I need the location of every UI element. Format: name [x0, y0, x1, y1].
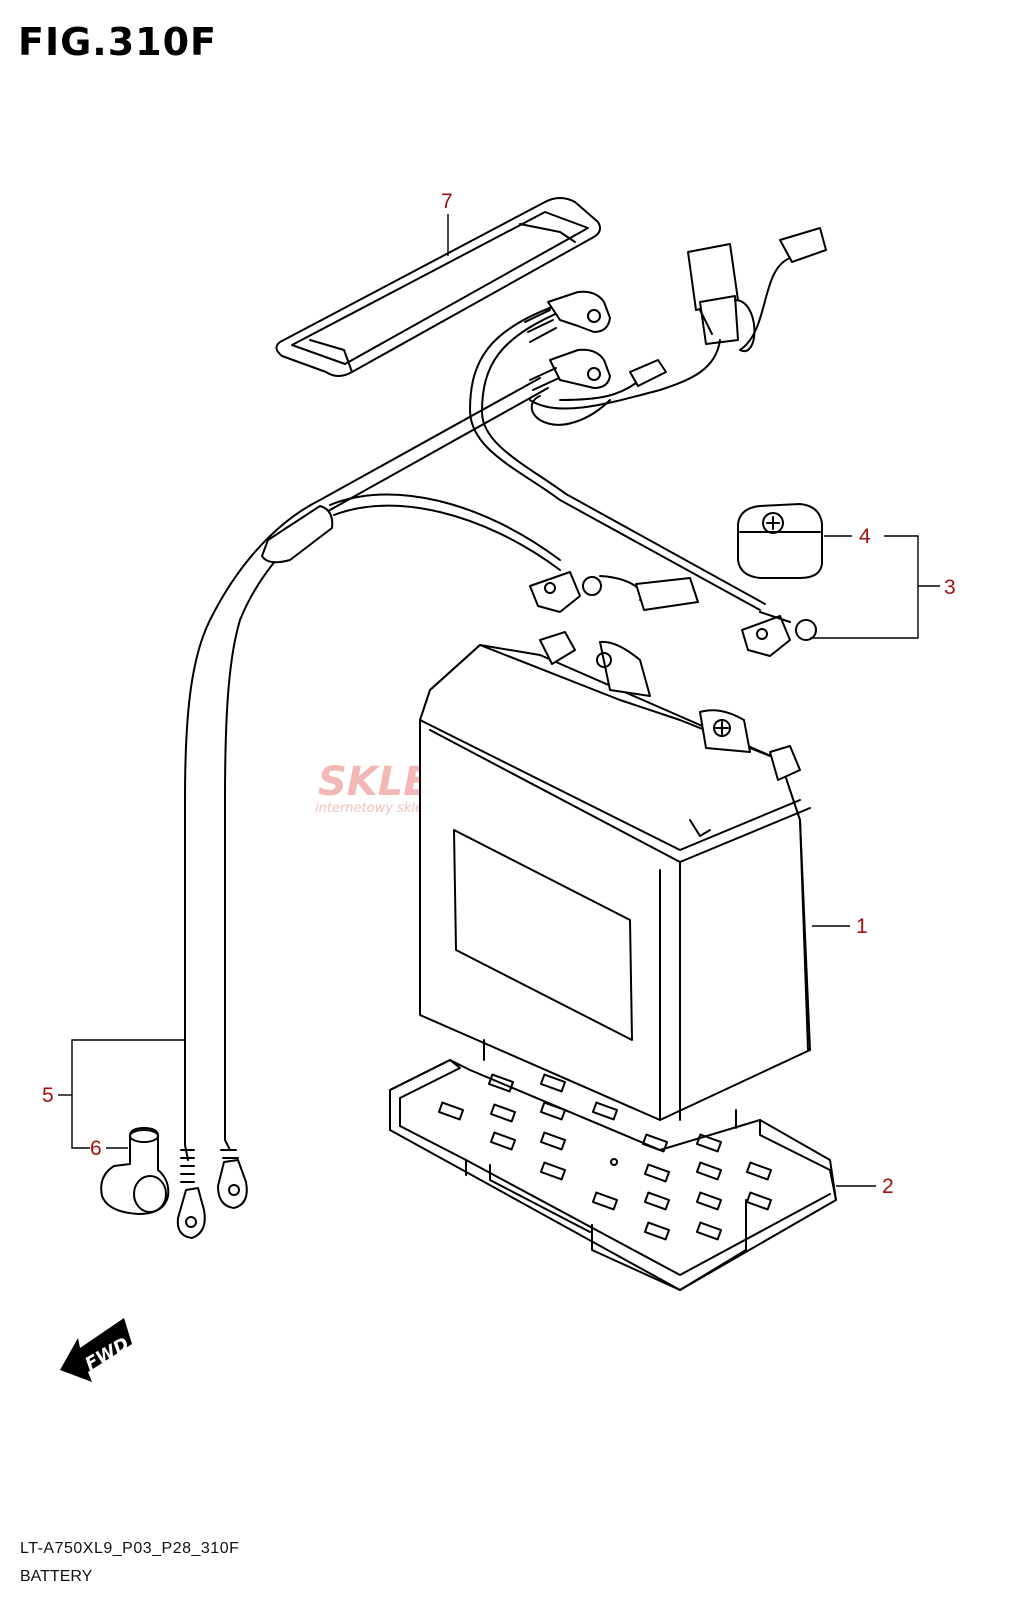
fuse-harness [529, 227, 827, 426]
lower-cable-ends [529, 571, 817, 657]
callout-3: 3 [944, 576, 956, 599]
harness-lugs [176, 1139, 248, 1239]
callout-4: 4 [859, 525, 871, 548]
battery-tray [389, 1039, 876, 1291]
tray-slots [437, 1073, 773, 1241]
battery-band [275, 197, 601, 377]
figure-code: LT-A750XL9_P03_P28_310F [20, 1540, 240, 1557]
boot-cap [100, 1127, 170, 1215]
figure-title: FIG.310F [18, 20, 218, 64]
figure-name: BATTERY [20, 1568, 93, 1585]
terminal-cover [737, 503, 823, 579]
fwd-arrow-icon: FWD [60, 1318, 133, 1382]
callout-1: 1 [856, 915, 868, 938]
callout-7: 7 [441, 190, 453, 213]
battery-cables [184, 290, 766, 1146]
leader-lines [58, 535, 940, 1149]
callout-2: 2 [882, 1175, 894, 1198]
callout-labels: 1 2 3 4 5 6 7 [42, 190, 956, 1198]
callout-5: 5 [42, 1084, 54, 1107]
battery [419, 631, 850, 1121]
callout-6: 6 [90, 1137, 102, 1160]
